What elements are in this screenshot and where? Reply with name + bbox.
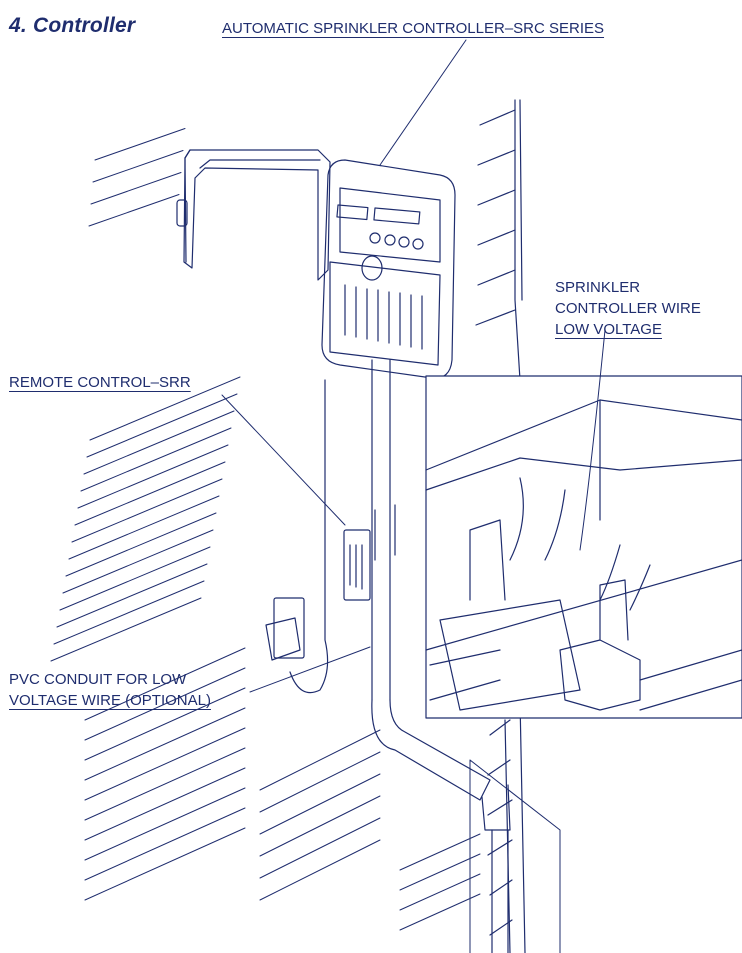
hatch-stroke xyxy=(84,667,246,741)
hatch-stroke xyxy=(84,727,246,801)
hatch-stroke xyxy=(71,478,223,543)
hatch-stroke xyxy=(74,461,226,526)
hatch-stroke xyxy=(259,773,381,835)
power-adapter xyxy=(265,379,329,694)
callout-controller-series: AUTOMATIC SPRINKLER CONTROLLER–SRC SERIE… xyxy=(222,18,604,39)
hatch-stroke xyxy=(92,150,184,183)
hatch-stroke xyxy=(259,817,381,879)
hatch-stroke xyxy=(88,194,180,227)
hatch-stroke xyxy=(77,444,229,509)
leader-lines xyxy=(221,39,467,693)
hatch-stroke xyxy=(84,647,246,721)
hatch-stroke xyxy=(50,597,202,662)
hatch-stroke xyxy=(84,687,246,761)
hatch-stroke xyxy=(83,410,235,475)
valve-box-inset xyxy=(425,329,742,719)
hatch-stroke xyxy=(56,563,208,628)
hatch-stroke xyxy=(399,873,481,911)
callout-controller-series-text: AUTOMATIC SPRINKLER CONTROLLER–SRC SERIE… xyxy=(222,20,605,37)
hatch-stroke xyxy=(65,512,217,577)
hatch-stroke xyxy=(259,729,381,791)
callout-remote-control-text: REMOTE CONTROL–SRR xyxy=(9,374,191,391)
callout-line: SPRINKLER xyxy=(555,279,641,296)
hatch-stroke xyxy=(94,128,186,161)
hatch-stroke xyxy=(259,751,381,813)
hatch-stroke xyxy=(84,707,246,781)
callout-controller-wire: SPRINKLER CONTROLLER WIRE LOW VOLTAGE xyxy=(555,277,701,340)
hatch-stroke xyxy=(80,427,232,492)
hatch-stroke xyxy=(259,839,381,901)
hatch-stroke xyxy=(68,495,220,560)
hatch-stroke xyxy=(86,393,238,458)
hatch-stroke xyxy=(59,546,211,611)
callout-pvc-conduit: PVC CONDUIT FOR LOW VOLTAGE WIRE (OPTION… xyxy=(9,669,211,711)
hatch-stroke xyxy=(259,795,381,857)
hatch-stroke xyxy=(399,893,481,931)
wall-hatching xyxy=(50,128,481,931)
hatch-stroke xyxy=(84,827,246,901)
hatch-stroke xyxy=(84,787,246,861)
callout-line: LOW VOLTAGE xyxy=(555,321,662,338)
callout-remote-control: REMOTE CONTROL–SRR xyxy=(9,372,191,393)
hatch-stroke xyxy=(62,529,214,594)
hatch-stroke xyxy=(84,747,246,821)
callout-line: PVC CONDUIT FOR LOW xyxy=(9,671,187,688)
hatch-stroke xyxy=(53,580,205,645)
controller-unit xyxy=(321,159,456,379)
remote-control-unit xyxy=(343,529,371,601)
section-title: 4. Controller xyxy=(9,14,136,37)
house-siding xyxy=(469,99,561,953)
hatch-stroke xyxy=(84,807,246,881)
controller-cover xyxy=(176,149,331,281)
callout-line: VOLTAGE WIRE (OPTIONAL) xyxy=(9,692,211,709)
callout-line: CONTROLLER WIRE xyxy=(555,300,701,317)
pvc-conduit xyxy=(371,359,511,953)
hatch-stroke xyxy=(399,833,481,871)
hatch-stroke xyxy=(84,767,246,841)
hatch-stroke xyxy=(90,172,182,205)
hatch-stroke xyxy=(399,853,481,891)
hatch-stroke xyxy=(89,376,241,441)
